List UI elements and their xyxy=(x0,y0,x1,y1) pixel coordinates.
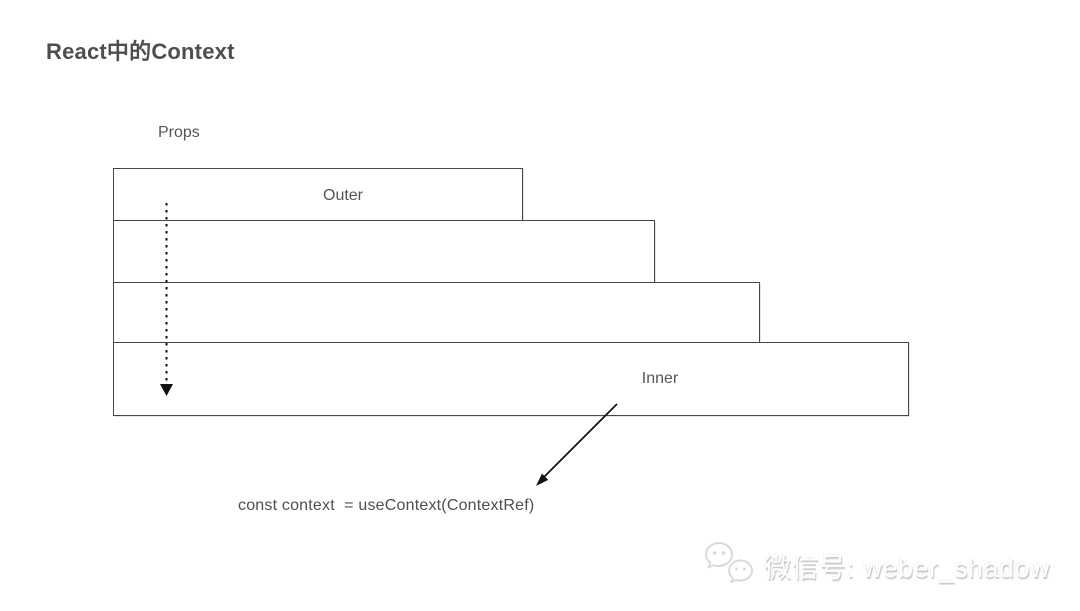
component-box-level3 xyxy=(113,282,760,343)
props-label: Props xyxy=(158,124,200,141)
page-title: React中的Context xyxy=(46,39,235,64)
outer-box-label: Outer xyxy=(322,187,364,204)
component-box-inner xyxy=(113,342,909,416)
inner-box-label: Inner xyxy=(641,370,679,387)
usecontext-code-caption: const context = useContext(ContextRef) xyxy=(238,497,535,514)
watermark-text: 微信号: weber_shadow xyxy=(764,552,1051,583)
watermark: 微信号: weber_shadow xyxy=(703,540,1050,590)
component-box-level2 xyxy=(113,220,655,283)
component-box-outer xyxy=(113,168,523,221)
usecontext-arrow-icon xyxy=(536,403,618,486)
wechat-icon xyxy=(705,542,753,584)
